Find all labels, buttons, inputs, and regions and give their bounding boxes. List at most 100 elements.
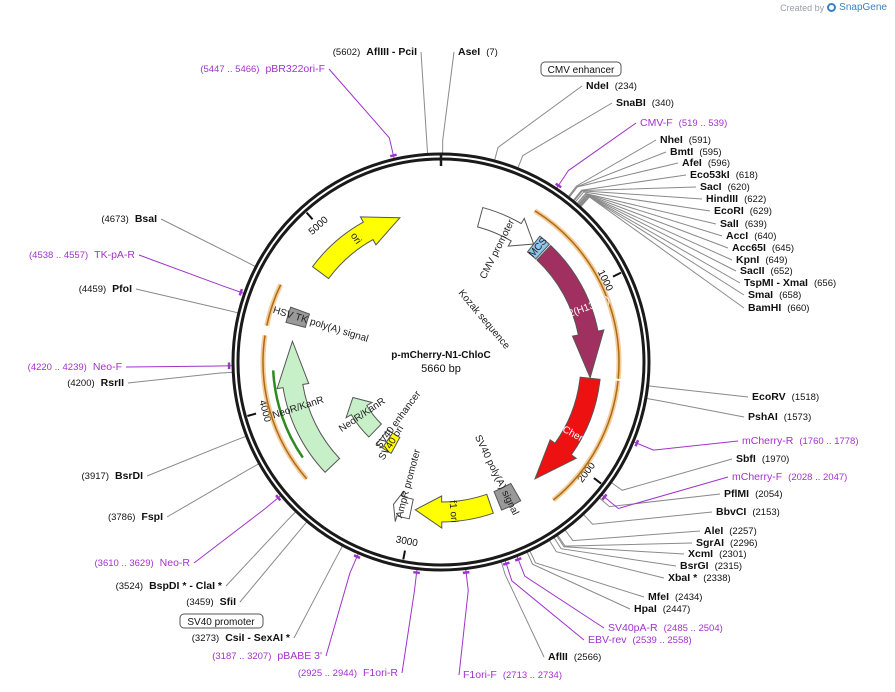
enzyme-label-bamhi[interactable]: BamHI(660) [748, 302, 809, 314]
feature-label-f1-ori: f1 ori [447, 500, 460, 523]
enzyme-label-aflii[interactable]: AflII(2566) [548, 651, 601, 663]
enzyme-label-saci[interactable]: SacI(620) [700, 181, 750, 193]
enzyme-label-bsai[interactable]: (4673)BsaI [101, 213, 157, 225]
feature-label-hsv-polya: HSV TK poly(A) signal [272, 305, 370, 345]
feature-neokan-inner[interactable] [345, 396, 383, 438]
enzyme-label-bmti[interactable]: BmtI(595) [670, 146, 722, 158]
enzyme-label-acc65i[interactable]: Acc65I(645) [732, 242, 794, 254]
scale-tick-5000 [305, 211, 314, 220]
label-position: (3610 .. 3629) [95, 558, 154, 569]
enzyme-label-hindiii[interactable]: HindIII(622) [706, 193, 766, 205]
label-position: (2447) [663, 604, 690, 615]
enzyme-label-sgrai[interactable]: SgrAI(2296) [696, 537, 757, 549]
enzyme-label-bbvci[interactable]: BbvCI(2153) [716, 506, 780, 518]
enzyme-label-fspi[interactable]: (3786)FspI [108, 511, 163, 523]
enzyme-leader-101 [239, 521, 308, 603]
feature-sv40-promoter-inner[interactable] [376, 428, 394, 449]
primer-label-f1ori-f[interactable]: F1ori-F(2713 .. 2734) [463, 669, 562, 681]
orf-indicators [260, 208, 622, 503]
enzyme-label-nhei[interactable]: NheI(591) [660, 134, 711, 146]
enzyme-label-sacii[interactable]: SacII(652) [740, 265, 793, 277]
plasmid-length: 5660 bp [421, 363, 461, 375]
enzyme-label-ecori[interactable]: EcoRI(629) [714, 205, 772, 217]
enzyme-label-afliii-pcii[interactable]: (5602)AflIII - PciI [333, 46, 417, 58]
enzyme-label-alei[interactable]: AleI(2257) [704, 525, 757, 537]
feature-neokan-outer[interactable] [276, 339, 341, 473]
enzyme-leader-0 [494, 85, 583, 161]
enzyme-leader-23 [557, 535, 693, 547]
enzyme-label-mfei[interactable]: MfeI (2434) [648, 591, 702, 603]
enzyme-label-pflmi[interactable]: PflMI(2054) [724, 488, 783, 500]
primer-site-307 [353, 554, 361, 560]
scale-tick-1000 [612, 271, 622, 278]
enzyme-label-bsrgi[interactable]: BsrGI(2315) [680, 560, 742, 572]
enzyme-label-tspmi-xmai[interactable]: TspMI - XmaI(656) [744, 277, 836, 289]
primer-site-301 [634, 439, 640, 447]
feature-mcherry[interactable] [534, 376, 601, 480]
enzyme-label-bspdi-clai[interactable]: (3524)BspDI * - ClaI * [116, 580, 223, 592]
enzyme-label-xcmi[interactable]: XcmI(2301) [688, 548, 747, 560]
feature-hsv-polya[interactable] [285, 306, 311, 329]
enzyme-label-smai[interactable]: SmaI(658) [748, 289, 801, 301]
feature-f1-ori[interactable] [414, 493, 494, 529]
primer-label-pbr322ori-f[interactable]: (5447 .. 5466)pBR322ori-F [200, 63, 325, 75]
feature-ori[interactable] [311, 216, 401, 280]
cmv-enhancer-box: CMV enhancer [540, 61, 622, 77]
label-position: (660) [787, 303, 809, 314]
backbone [231, 152, 651, 572]
primer-label-neo-r[interactable]: (3610 .. 3629)Neo-R [95, 557, 191, 569]
enzyme-label-hpai[interactable]: HpaI(2447) [634, 603, 690, 615]
enzyme-label-sfii[interactable]: (3459)SfiI [186, 596, 236, 608]
label-name: SnaBI [616, 97, 646, 109]
label-position: (519 .. 539) [679, 118, 728, 129]
feature-mcs[interactable] [526, 235, 551, 260]
label-name: MfeI [648, 591, 669, 603]
label-position: (2485 .. 2504) [664, 623, 723, 634]
enzyme-leader-16 [580, 196, 745, 309]
orf-line-3 [266, 284, 282, 326]
snapgene-credit: Created by SnapGene [780, 2, 887, 13]
primer-label-sv40pa-r[interactable]: SV40pA-R(2485 .. 2504) [608, 622, 723, 634]
scale-label-3000: 3000 [395, 534, 419, 549]
label-name: pBABE 3' [277, 650, 322, 662]
sv40-promoter-frame [179, 613, 264, 629]
label-position: (2434) [675, 592, 702, 603]
label-position: (591) [689, 135, 711, 146]
enzyme-label-ecorv[interactable]: EcoRV(1518) [752, 391, 819, 403]
enzyme-label-csii-sexai[interactable]: (3273)CsiI - SexAI * [192, 632, 291, 644]
enzyme-label-eco53ki[interactable]: Eco53kI(618) [690, 169, 758, 181]
enzyme-label-bsrdi[interactable]: (3917)BsrDI [82, 470, 144, 482]
primer-label-cmv-f[interactable]: CMV-F(519 .. 539) [640, 117, 727, 129]
primer-label-neo-f[interactable]: (4220 .. 4239)Neo-F [28, 361, 122, 373]
enzyme-label-rsrii[interactable]: (4200)RsrII [67, 377, 124, 389]
enzyme-label-snabi[interactable]: SnaBI(340) [616, 97, 674, 109]
enzyme-label-acci[interactable]: AccI(640) [726, 230, 776, 242]
enzyme-label-pshai[interactable]: PshAI(1573) [748, 411, 811, 423]
enzyme-label-pfoi[interactable]: (4459)PfoI [79, 283, 132, 295]
primer-label-f1ori-r[interactable]: (2925 .. 2944)F1ori-R [298, 667, 399, 679]
feature-cmv-promoter[interactable] [476, 206, 535, 247]
label-position: (1760 .. 1778) [799, 436, 858, 447]
enzyme-label-xbai[interactable]: XbaI *(2338) [668, 572, 731, 584]
primer-label-tk-pa-r[interactable]: (4538 .. 4557)TK-pA-R [29, 249, 135, 261]
neo-orf-bar [271, 370, 304, 459]
label-position: (2054) [755, 489, 782, 500]
enzyme-label-sali[interactable]: SalI(639) [720, 218, 767, 230]
primer-label-mcherry-f[interactable]: mCherry-F(2028 .. 2047) [732, 471, 847, 483]
enzyme-leader-24 [556, 535, 685, 555]
enzyme-leader-29 [500, 561, 545, 658]
primer-label-pbabe-3[interactable]: (3187 .. 3207)pBABE 3' [212, 650, 322, 662]
label-position: (3917) [82, 471, 109, 482]
enzyme-label-kpni[interactable]: KpnI(649) [736, 254, 788, 266]
primer-label-mcherry-r[interactable]: mCherry-R(1760 .. 1778) [742, 435, 859, 447]
enzyme-label-afei[interactable]: AfeI(596) [682, 157, 730, 169]
enzyme-leader-28 [526, 552, 631, 610]
enzyme-label-asei[interactable]: AseI(7) [458, 46, 498, 58]
feature-sv40-polya[interactable] [493, 482, 522, 511]
label-name: BmtI [670, 146, 693, 158]
feature-ampr-promoter[interactable] [393, 490, 414, 522]
enzyme-label-sbfi[interactable]: SbfI(1970) [736, 453, 789, 465]
enzyme-label-ndei[interactable]: NdeI(234) [586, 80, 637, 92]
primer-label-ebv-rev[interactable]: EBV-rev(2539 .. 2558) [588, 634, 692, 646]
